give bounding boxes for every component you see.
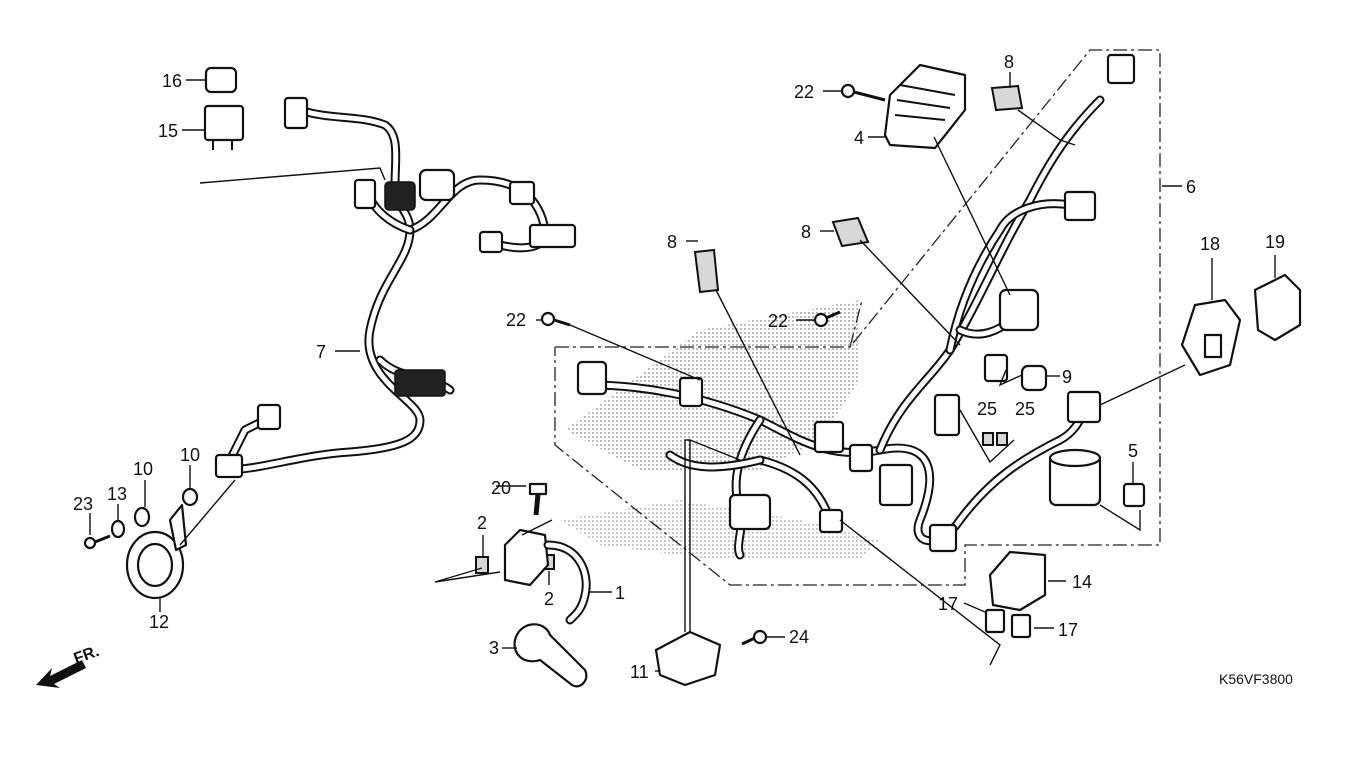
- group-outline-main: [554, 49, 1161, 586]
- callout-2: 2: [544, 589, 554, 609]
- part-17-fuse-b: [1010, 613, 1032, 639]
- part-3-boot: [513, 623, 588, 688]
- part-10-washer-b: [181, 487, 199, 507]
- leader-lines: [89, 72, 1276, 672]
- part-17-fuse-a: [984, 608, 1006, 634]
- part-4-regulator: [883, 63, 967, 150]
- part-22-bolt-mid: [540, 311, 571, 327]
- callout-3: 3: [489, 638, 499, 658]
- callout-20: 20: [491, 478, 511, 498]
- callout-17: 17: [1058, 620, 1078, 640]
- callout-11: 11: [630, 662, 649, 682]
- callout-14: 14: [1072, 572, 1092, 592]
- part-14-relay: [988, 550, 1047, 612]
- part-11-bracket: [654, 630, 722, 687]
- callout-13: 13: [107, 484, 127, 504]
- part-18-module: [1180, 298, 1242, 377]
- callout-25: 25: [977, 399, 997, 419]
- part-24-bolt: [741, 629, 768, 646]
- callout-9: 9: [1062, 367, 1072, 387]
- wire-harness-7: [214, 96, 577, 479]
- part-25-clip-b: [996, 432, 1008, 446]
- part-23-bolt: [83, 534, 111, 550]
- callout-2: 2: [477, 513, 487, 533]
- callout-16: 16: [162, 71, 182, 91]
- part-8-clip-mid: [831, 216, 870, 248]
- part-20-bolt: [528, 482, 548, 516]
- callout-25: 25: [1015, 399, 1035, 419]
- diagram-code: K56VF3800: [1219, 671, 1293, 687]
- part-15-relay: [203, 104, 245, 150]
- callout-15: 15: [158, 121, 178, 141]
- callout-12: 12: [149, 612, 169, 632]
- callout-10: 10: [180, 445, 200, 465]
- part-22-bolt-right: [813, 310, 841, 328]
- callout-22: 22: [506, 310, 526, 330]
- part-13-washer: [110, 519, 126, 539]
- callout-17: 17: [938, 594, 958, 614]
- callout-8: 8: [667, 232, 677, 252]
- part-12-horn: [125, 503, 188, 600]
- callout-22: 22: [794, 82, 814, 102]
- callout-4: 4: [854, 128, 864, 148]
- part-8-clip-top: [990, 84, 1024, 112]
- callout-8: 8: [1004, 52, 1014, 72]
- wire-harness-6: [576, 53, 1136, 560]
- callout-7: 7: [316, 342, 326, 362]
- callout-6: 6: [1186, 177, 1196, 197]
- front-arrow-icon: FR.: [36, 643, 102, 688]
- part-16-cover: [204, 66, 238, 94]
- callout-10: 10: [133, 459, 153, 479]
- part-9-grommet: [1020, 364, 1048, 392]
- part-5-cap: [1122, 482, 1146, 508]
- callout-23: 23: [73, 494, 93, 514]
- part-1-sensor: [503, 528, 591, 625]
- part-22-bolt-top: [840, 83, 886, 102]
- callout-24: 24: [789, 627, 809, 647]
- callout-5: 5: [1128, 441, 1138, 461]
- part-10-washer-a: [133, 506, 151, 528]
- capacitor: [1048, 448, 1102, 507]
- part-8-clip-left: [693, 248, 720, 294]
- front-arrow-label: FR.: [72, 643, 102, 668]
- part-25-clip-a: [982, 432, 994, 446]
- callout-1: 1: [615, 583, 625, 603]
- part-19-cover: [1253, 273, 1302, 342]
- callout-18: 18: [1200, 234, 1220, 254]
- part-2-clip-a: [475, 556, 489, 574]
- callout-labels: 16 15 22 4 8 6 8 8 19 18 22 22 7 9 25 25…: [73, 52, 1293, 687]
- callout-22: 22: [768, 311, 788, 331]
- dotted-shading-2: [560, 500, 880, 560]
- group-outline-sub: [849, 299, 863, 348]
- callout-8: 8: [801, 222, 811, 242]
- callout-19: 19: [1265, 232, 1285, 252]
